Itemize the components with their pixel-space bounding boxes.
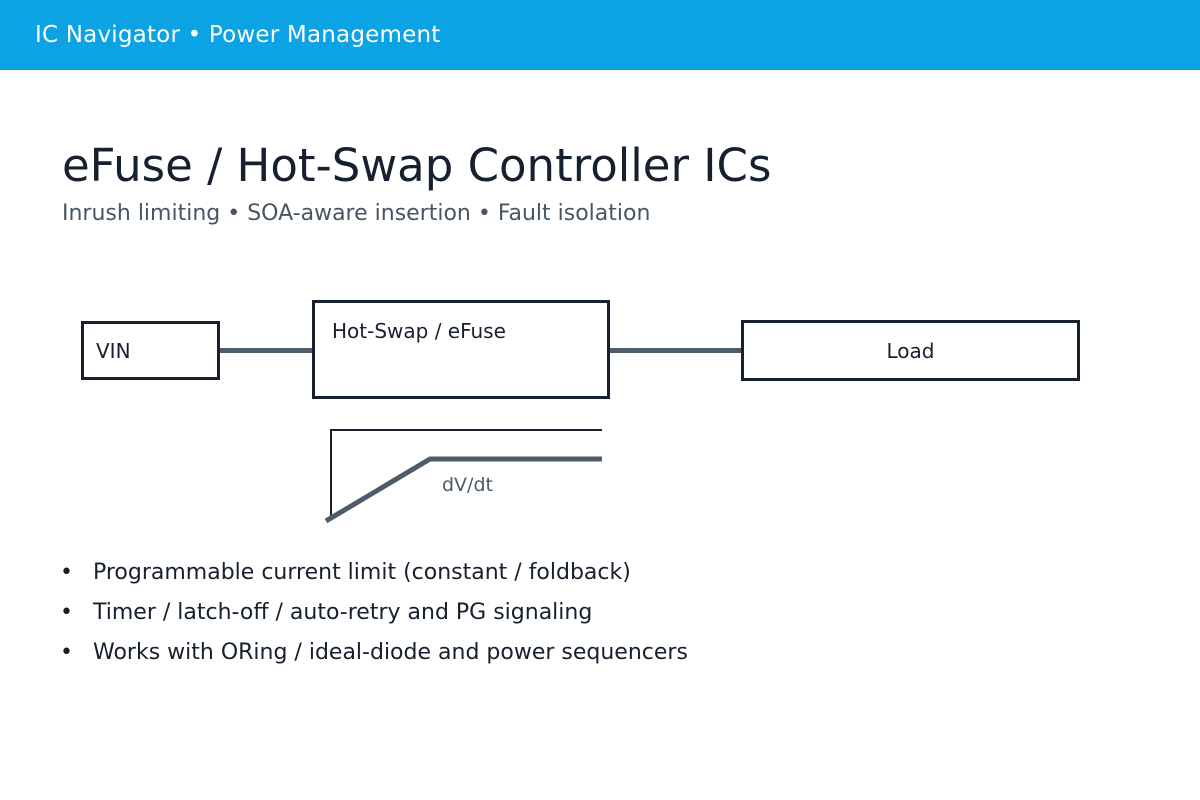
diagram-block-controller-label: Hot-Swap / eFuse [332,319,506,343]
diagram-wire-vin-to-controller [220,348,312,353]
ramp-curve [325,456,602,524]
feature-bullet-text: Programmable current limit (constant / f… [92,560,631,585]
diagram-wire-controller-to-load [610,348,741,353]
feature-bullet-item: Programmable current limit (constant / f… [60,562,688,584]
diagram-block-vin-label: VIN [96,338,131,363]
ramp-axis-lines [330,429,602,520]
page-subtitle: Inrush limiting • SOA-aware insertion • … [62,201,651,226]
app-header-bar: IC Navigator • Power Management [0,0,1200,70]
feature-bullet-item: Timer / latch-off / auto-retry and PG si… [60,602,688,624]
dvdt-ramp-graph: dV/dt [325,429,602,524]
feature-bullet-text: Works with ORing / ideal-diode and power… [92,640,688,665]
diagram-block-load-label: Load [886,338,935,363]
diagram-block-load: Load [741,320,1080,381]
feature-bullet-list: Programmable current limit (constant / f… [60,562,688,682]
feature-bullet-text: Timer / latch-off / auto-retry and PG si… [92,600,593,625]
diagram-block-vin: VIN [81,321,220,380]
page-title: eFuse / Hot-Swap Controller ICs [62,139,772,192]
ramp-label: dV/dt [442,474,493,496]
app-header-title: IC Navigator • Power Management [35,22,441,48]
diagram-block-controller: Hot-Swap / eFuse [312,300,610,399]
feature-bullet-item: Works with ORing / ideal-diode and power… [60,642,688,664]
